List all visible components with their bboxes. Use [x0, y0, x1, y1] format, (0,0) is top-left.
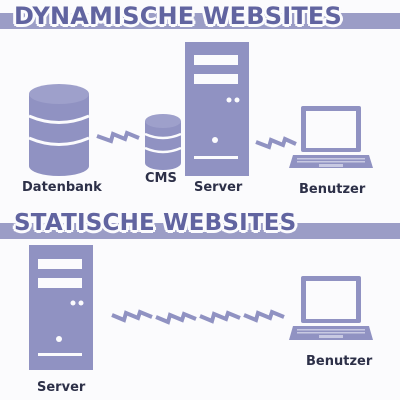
cms-label: CMS: [145, 171, 177, 186]
dynamic-heading-text: DYNAMISCHE WEBSITES: [14, 2, 342, 30]
user-label-dynamic: Benutzer: [299, 182, 366, 197]
lightning-connection-icon: [111, 309, 285, 325]
lightning-connection-icon: [96, 130, 140, 144]
dynamic-heading: DYNAMISCHE WEBSITES: [14, 4, 342, 28]
laptop-icon: [289, 106, 373, 168]
server-icon: [29, 245, 93, 370]
static-heading-text: STATISCHE WEBSITES: [14, 210, 297, 236]
static-title-band: [0, 223, 400, 239]
server-label-static: Server: [37, 380, 86, 395]
laptop-icon: [289, 276, 373, 340]
cms-database-icon: [144, 114, 182, 170]
database-label: Datenbank: [22, 180, 102, 195]
server-label-dynamic: Server: [194, 180, 243, 195]
lightning-connection-icon: [255, 136, 297, 150]
static-heading: STATISCHE WEBSITES: [14, 212, 296, 235]
user-label-static: Benutzer: [306, 354, 373, 369]
database-icon: [28, 84, 90, 176]
server-icon: [185, 42, 249, 176]
dynamic-title-band: [0, 13, 400, 29]
